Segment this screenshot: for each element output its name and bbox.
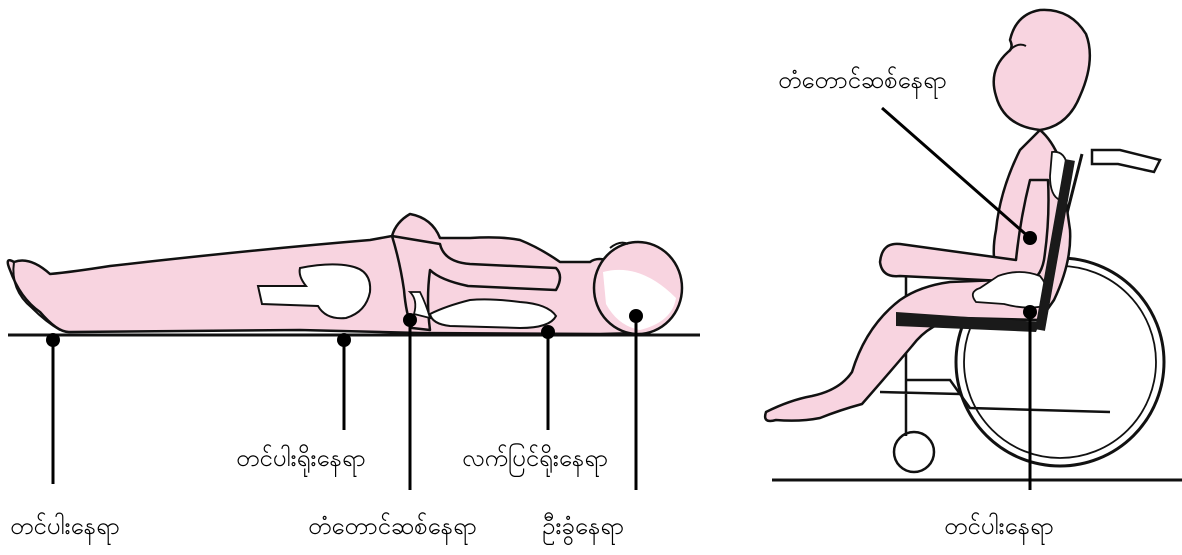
marker-sacrum (403, 313, 417, 327)
label-head: ဦးခွံနေရာ (542, 514, 624, 538)
marker-sitting-buttock (1023, 305, 1037, 319)
wheelchair-handle (1092, 150, 1160, 172)
wheelchair-caster (894, 432, 934, 472)
label-elbow: လက်ပြင်ရိုးနေရာ (462, 446, 608, 470)
label-heel: တင်ပါးနေရာ (10, 514, 120, 538)
label-sitting-elbow: တံတောင်ဆစ်နေရာ (778, 68, 947, 92)
marker-sitting-elbow (1023, 231, 1037, 245)
marker-head (629, 309, 643, 323)
sitting-head (994, 10, 1090, 130)
label-sitting-buttock: တင်ပါးနေရာ (944, 514, 1054, 538)
label-calf: တင်ပါးရိုးနေရာ (236, 446, 366, 470)
marker-heel (46, 333, 60, 347)
marker-elbow (541, 325, 555, 339)
label-sacrum: တံတောင်ဆစ်နေရာ (308, 514, 477, 538)
leader-line-sitting-elbow (882, 108, 1030, 238)
marker-calf (337, 333, 351, 347)
